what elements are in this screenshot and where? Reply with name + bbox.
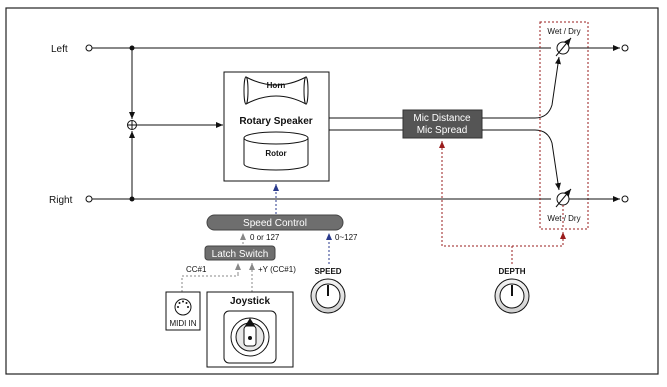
speed-control-pill [206,214,344,231]
wet-dry-crossfader-icon [555,37,572,57]
mic-spread-label: Mic Spread [417,125,468,136]
depth-to-mic-line [439,141,513,264]
zero-to-127-label: 0~127 [335,233,358,242]
diagram-border [5,7,659,375]
wet-dry-bottom-label: Wet / Dry [547,214,580,223]
summing-node-icon [127,120,137,130]
zero-or-127-label: 0 or 127 [250,233,280,242]
right-input-label: Right [49,195,73,206]
right-output-terminal [621,195,629,203]
rotary-speaker-title: Rotary Speaker [239,116,312,127]
rotor-label: Rotor [265,149,286,158]
mic-left-out-line [482,56,561,119]
horn-label: Horn [267,81,286,90]
speed-knob-icon[interactable] [310,278,346,314]
joystick-icon [223,310,277,364]
left-input-terminal [85,44,93,52]
latch-switch-box [204,245,276,261]
plus-y-cc1-label: +Y (CC#1) [258,265,296,274]
speed-knob-label: SPEED [314,267,341,276]
mic-distance-label: Mic Distance [413,113,471,124]
cc1-label: CC#1 [186,265,207,274]
left-output-terminal [621,44,629,52]
midi-cc1-line [181,274,239,292]
wet-dry-dashed-box [539,21,589,230]
wet-dry-crossfader-icon [555,188,572,208]
mic-distance-spread-box [402,109,483,139]
depth-knob-label: DEPTH [498,267,525,276]
mic-right-out-line [482,129,561,191]
depth-knob-icon[interactable] [494,278,530,314]
midi-port-icon [174,298,192,316]
junction-dot [129,196,135,202]
right-input-terminal [85,195,93,203]
junction-dot [129,45,135,51]
speed-control-label: Speed Control [243,218,307,229]
left-input-label: Left [51,44,68,55]
wet-dry-top-label: Wet / Dry [547,27,580,36]
depth-to-wetdry-line [512,232,566,247]
latch-switch-label: Latch Switch [212,249,269,260]
joystick-label: Joystick [230,296,270,307]
midi-in-label: MIDI IN [169,319,196,328]
rotor-drum-icon [243,131,309,171]
horn-icon [243,76,309,105]
